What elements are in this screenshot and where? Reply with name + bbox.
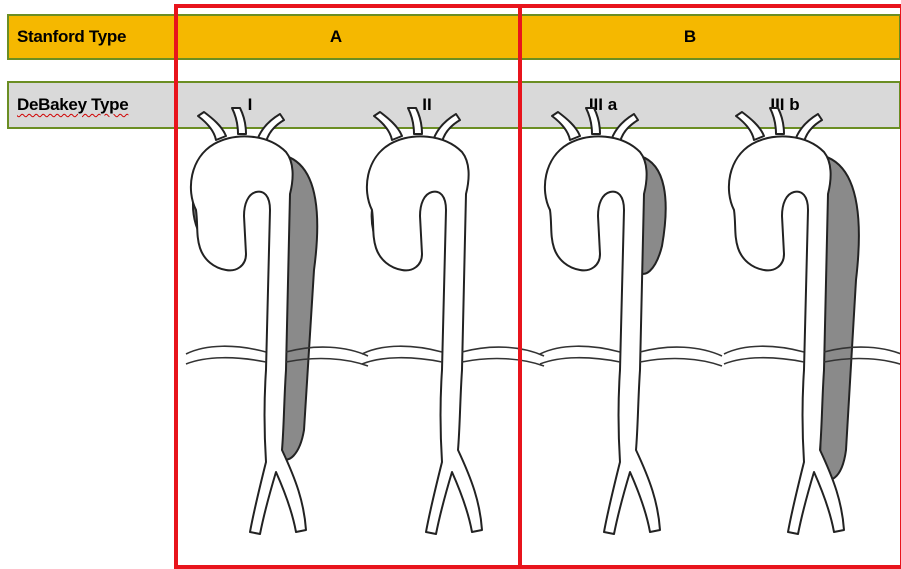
stanford-a-group-frame [174, 4, 522, 569]
stanford-b-group-frame [518, 4, 901, 569]
